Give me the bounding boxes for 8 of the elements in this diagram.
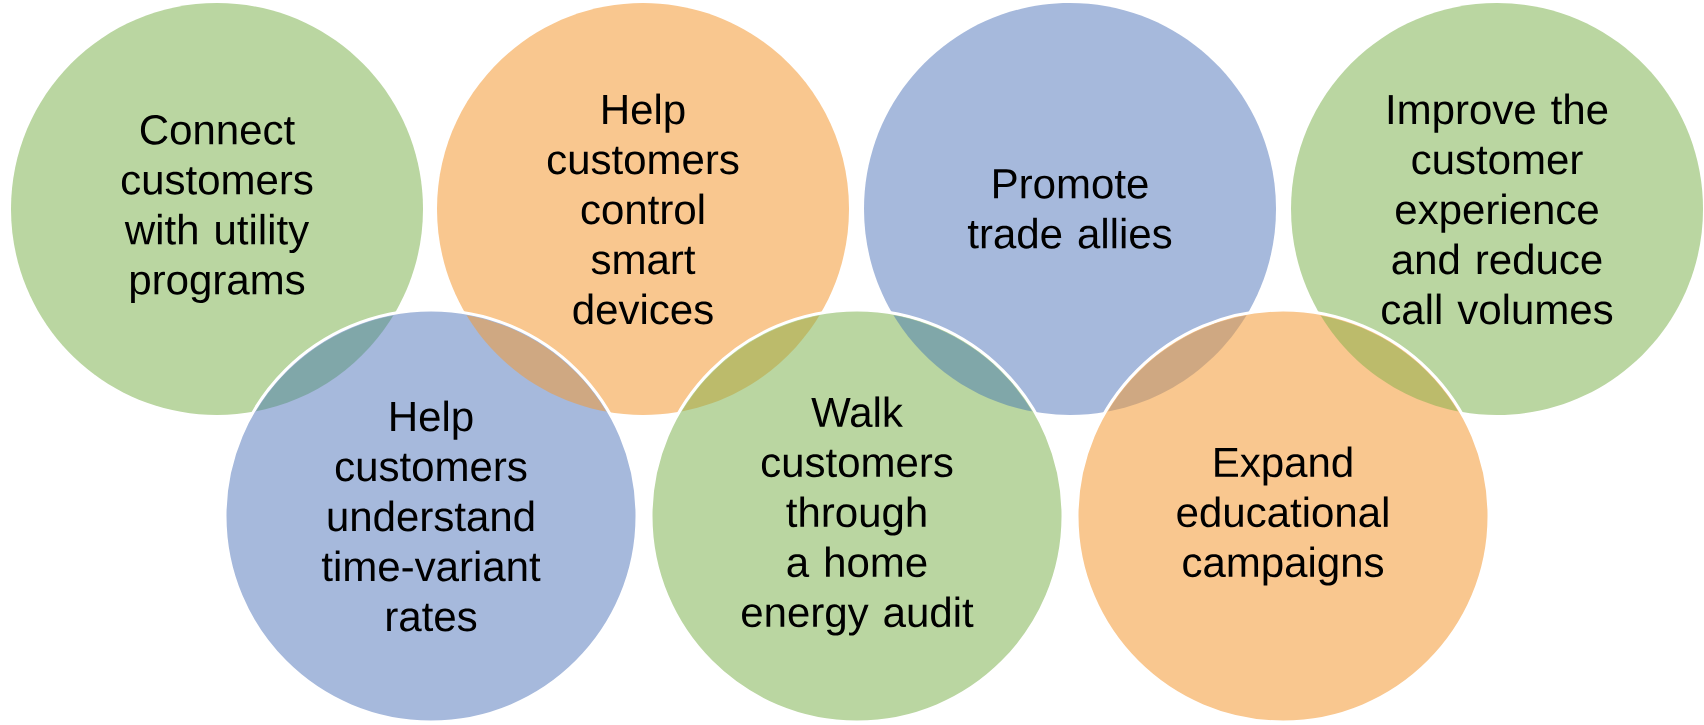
node-label: Improve the customer experience and reduce call volumes: [1382, 93, 1613, 325]
node-label: Help customers control smart devices: [547, 93, 739, 325]
node-label: Connect customers with utility programs: [121, 114, 313, 304]
node-label: Help customers understand time-variant rates: [321, 400, 541, 632]
node-label: Expand educational campaigns: [1177, 446, 1388, 586]
circle: [1291, 3, 1704, 415]
node-label: Walk customers through a home energy audit: [742, 396, 974, 636]
node-label: Promote trade allies: [967, 169, 1172, 249]
